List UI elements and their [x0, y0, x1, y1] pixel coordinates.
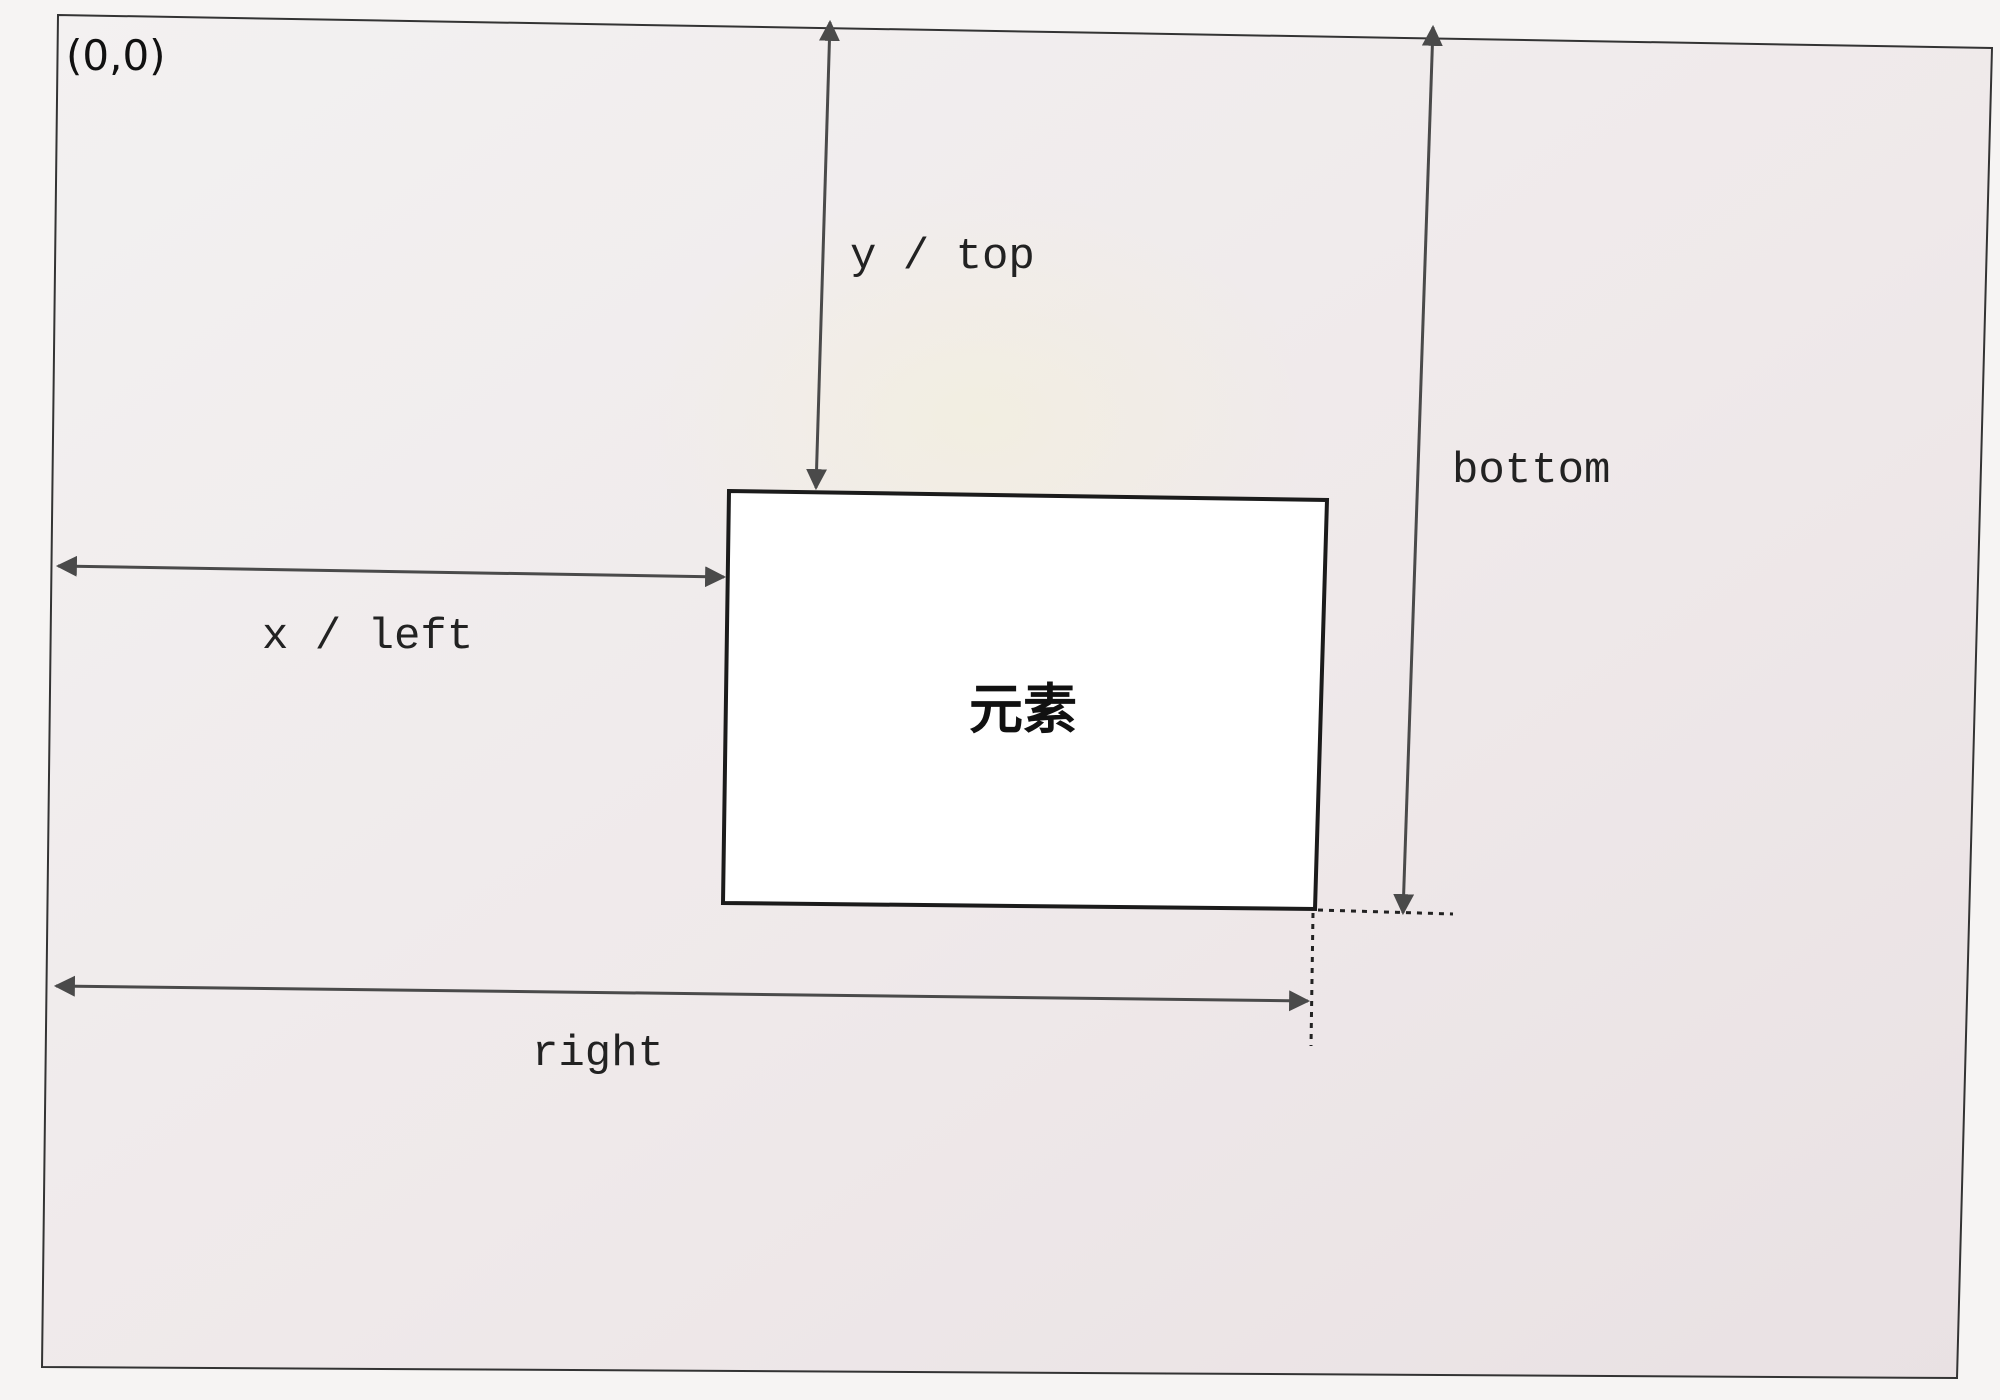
bottom-guide-line [1317, 908, 1454, 916]
bottom-arrow [1393, 24, 1443, 916]
right-guide-line [1309, 912, 1315, 1047]
top-label: y / top [850, 232, 1035, 282]
left-label: x / left [262, 612, 473, 662]
bottom-label: bottom [1452, 446, 1610, 496]
top-arrow [806, 19, 840, 491]
element-label: 元素 [969, 678, 1077, 741]
element-box [720, 488, 1330, 912]
origin-label: (0,0) [66, 31, 166, 80]
right-label: right [532, 1029, 664, 1079]
right-arrow [53, 975, 1311, 1012]
left-arrow [55, 555, 727, 588]
